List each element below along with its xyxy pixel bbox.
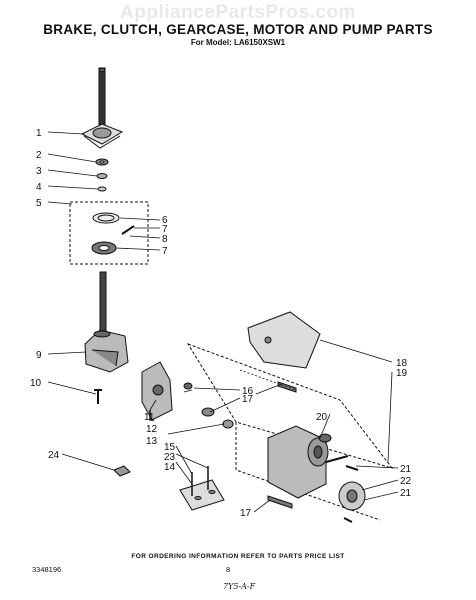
callout-12: 12 bbox=[146, 424, 158, 435]
callout-23: 23 bbox=[164, 452, 176, 463]
callout-9: 9 bbox=[36, 350, 42, 361]
part-clutch-assembly bbox=[69, 201, 149, 265]
callout-3: 3 bbox=[36, 166, 42, 177]
part-gasket bbox=[247, 311, 321, 369]
part-brake-housing bbox=[80, 67, 124, 149]
callout-19: 19 bbox=[396, 368, 408, 379]
callout-13: 13 bbox=[146, 436, 158, 447]
callout-22: 22 bbox=[400, 476, 412, 487]
callout-18: 18 bbox=[396, 358, 408, 369]
callout-14: 14 bbox=[164, 462, 176, 473]
part-motor bbox=[267, 425, 349, 499]
part-drain-pump bbox=[338, 465, 366, 523]
handwritten-note: 7Y5-A-F bbox=[223, 582, 256, 591]
callout-16: 16 bbox=[242, 386, 254, 397]
callout-7a: 7 bbox=[162, 224, 168, 235]
document-number: 3348196 bbox=[32, 565, 62, 574]
part-pump bbox=[141, 361, 234, 429]
model-subtitle: For Model: LA6150XSW1 bbox=[190, 38, 286, 47]
callout-1: 1 bbox=[36, 128, 42, 139]
callout-21a: 21 bbox=[400, 464, 412, 475]
callout-20: 20 bbox=[316, 412, 328, 423]
callout-10: 10 bbox=[30, 378, 42, 389]
callout-numbers: 1 2 3 4 5 6 7 8 7 9 10 11 12 13 15 23 14… bbox=[30, 128, 412, 519]
part-nut-washers bbox=[95, 158, 109, 192]
callout-2: 2 bbox=[36, 150, 42, 161]
callout-17b: 17 bbox=[240, 508, 252, 519]
callout-7b: 7 bbox=[162, 246, 168, 257]
callout-15: 15 bbox=[164, 442, 176, 453]
callout-5: 5 bbox=[36, 198, 42, 209]
callout-6: 6 bbox=[162, 215, 168, 226]
part-clip bbox=[113, 465, 131, 477]
callout-17a: 17 bbox=[242, 394, 254, 405]
part-mounting-bracket bbox=[179, 466, 225, 511]
callout-24: 24 bbox=[48, 450, 60, 461]
callout-8: 8 bbox=[162, 234, 168, 245]
page-number: 8 bbox=[226, 565, 231, 574]
leader-lines bbox=[47, 131, 399, 513]
part-screw bbox=[94, 389, 102, 404]
page-title: BRAKE, CLUTCH, GEARCASE, MOTOR AND PUMP … bbox=[43, 22, 433, 37]
callout-21b: 21 bbox=[400, 488, 412, 499]
ordering-note: FOR ORDERING INFORMATION REFER TO PARTS … bbox=[131, 553, 345, 560]
callout-11: 11 bbox=[144, 412, 155, 423]
part-gearcase bbox=[84, 271, 129, 373]
callout-4: 4 bbox=[36, 182, 42, 193]
